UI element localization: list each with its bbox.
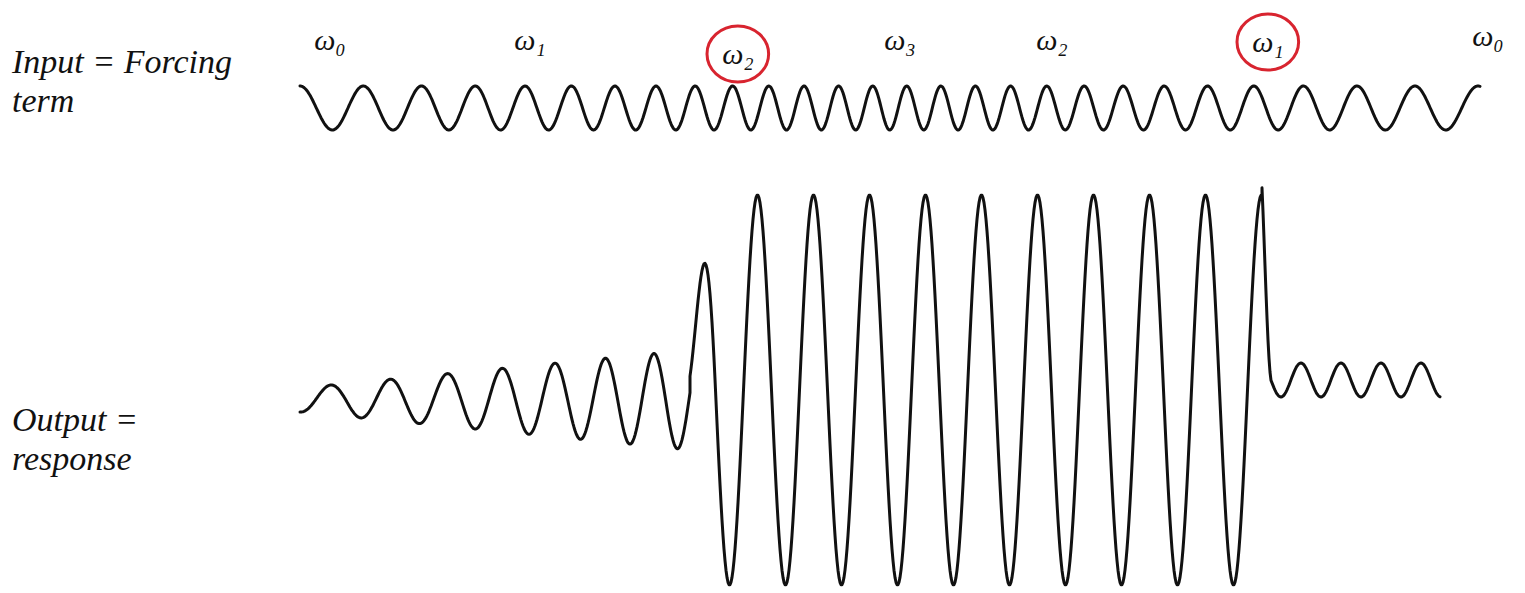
frequency-label: ω₂ [722, 37, 754, 71]
axis-label: Input = Forcing term [12, 42, 247, 120]
frequency-label: ω₃ [884, 23, 916, 58]
circle-outline [707, 26, 769, 82]
circled-frequency: ω₁ [1235, 12, 1301, 72]
frequency-label: ω₁ [514, 23, 546, 58]
frequency-label: ω₀ [1472, 19, 1504, 54]
frequency-label: ω₁ [1252, 25, 1284, 59]
axis-label: Output = response [12, 400, 202, 478]
circle-outline [1237, 14, 1299, 70]
frequency-label: ω₀ [314, 23, 346, 58]
response-waveform [300, 188, 1440, 585]
circled-frequency: ω₂ [705, 24, 771, 84]
frequency-label: ω₂ [1036, 23, 1068, 58]
input-waveform [300, 86, 1480, 130]
